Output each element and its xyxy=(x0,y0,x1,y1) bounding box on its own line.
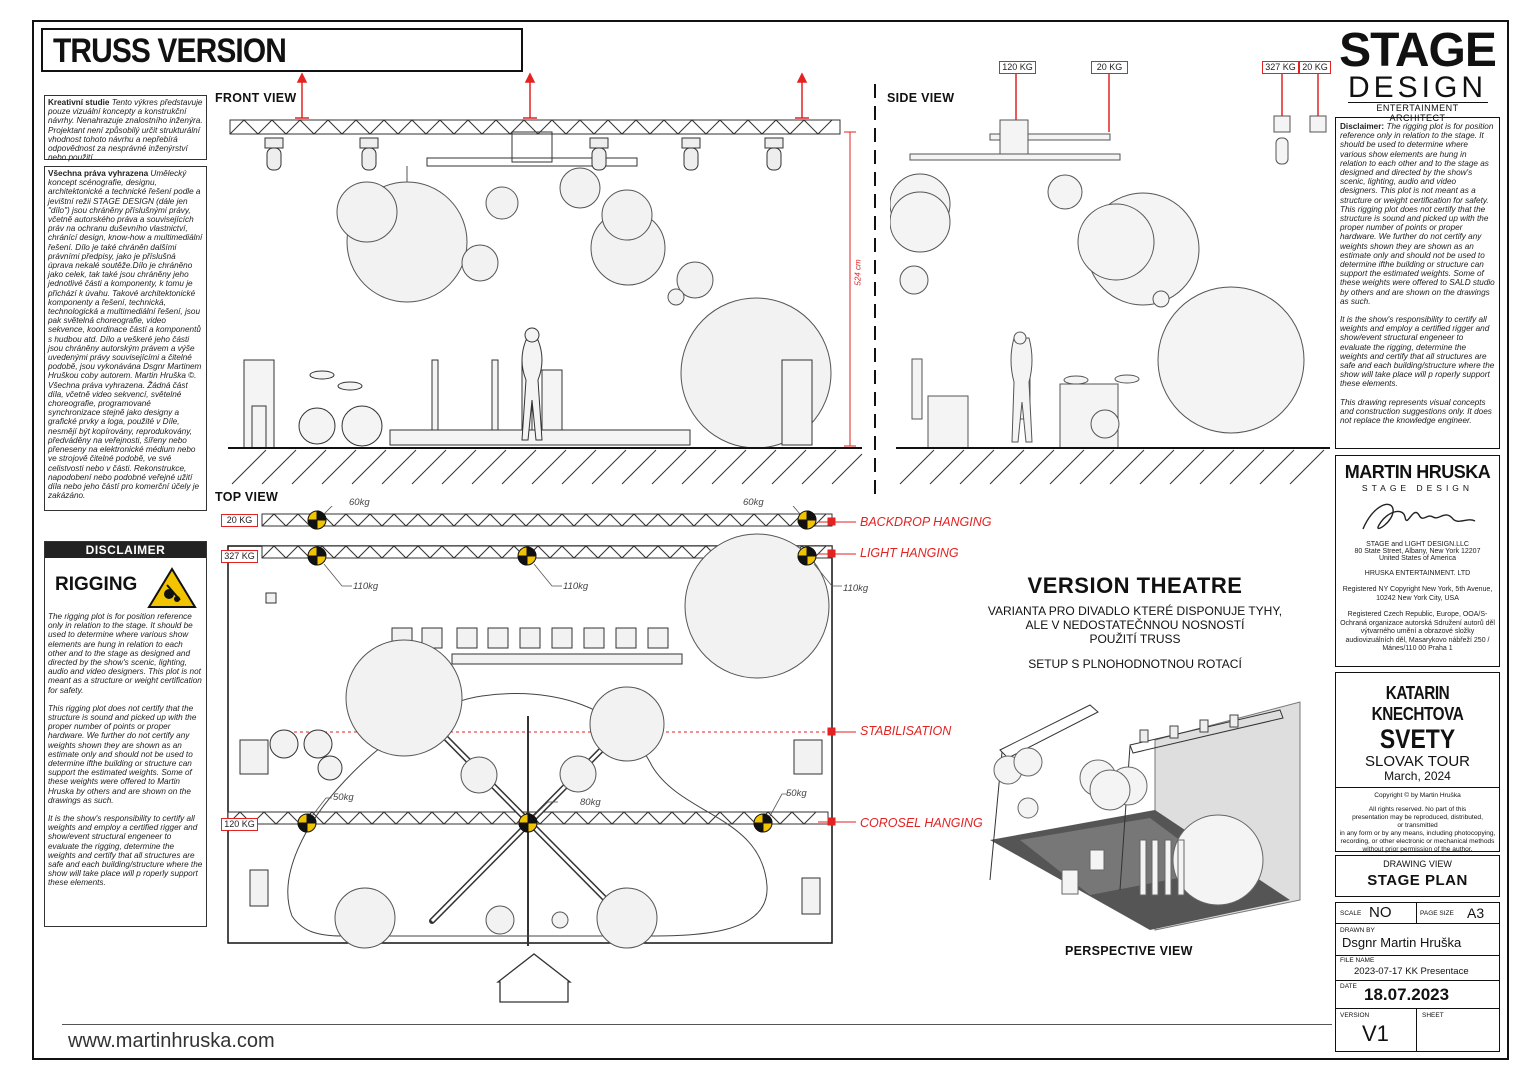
rigging-label: RIGGING xyxy=(55,574,138,595)
version-description: VARIANTA PRO DIVADLO KTERÉ DISPONUJE TYH… xyxy=(970,604,1300,646)
address-line-2: United States of America xyxy=(1378,555,1457,562)
version-line-2: ALE V NEDOSTATEČNNOU NOSNOSTÍ xyxy=(1025,618,1245,632)
registered-ny: Registered NY Copyright New York, 5th Av… xyxy=(1342,586,1493,602)
rigging-disclaimer: DISCLAIMER RIGGING The rigging plot is f… xyxy=(44,541,207,927)
version-line-1: VARIANTA PRO DIVADLO KTERÉ DISPONUJE TYH… xyxy=(987,604,1283,618)
hruska-entertainment: HRUSKA ENTERTAINMENT. LTD xyxy=(1364,570,1471,577)
version-value: V1 xyxy=(1362,1021,1389,1046)
backdrop-hanging-label: BACKDROP HANGING xyxy=(860,515,992,529)
date-value: 18.07.2023 xyxy=(1364,985,1450,1004)
address-line-1: 80 State Street, Albany, New York 12207 xyxy=(1354,548,1481,555)
page-size-value: A3 xyxy=(1467,905,1485,921)
disclaimer-header: DISCLAIMER xyxy=(45,542,206,558)
version-label: VERSION xyxy=(1340,1012,1370,1019)
load-label: 110kg xyxy=(563,581,589,592)
light-hanging-label: LIGHT HANGING xyxy=(860,546,959,560)
right-disclaimer: Disclaimer: The rigging plot is for posi… xyxy=(1335,117,1500,449)
drawing-frame xyxy=(32,20,1509,1060)
rights-heading: Všechna práva vyhrazena xyxy=(48,169,149,178)
side-view-label: SIDE VIEW xyxy=(887,91,955,105)
side-view-drawing xyxy=(890,74,1330,485)
right-disclaimer-text-1: The rigging plot is for position referen… xyxy=(1340,122,1494,205)
load-label: 110kg xyxy=(843,583,869,594)
rights-note: Všechna práva vyhrazena Umělecký koncept… xyxy=(44,166,207,511)
mh-name: MARTIN HRUSKA xyxy=(1344,462,1491,482)
right-disclaimer-heading: Disclaimer: xyxy=(1340,122,1385,131)
company-name: STAGE and LIGHT DESIGN.LLC xyxy=(1366,541,1469,548)
info-table: SCALE NO PAGE SIZE A3 DRAWN BY Dsgnr Mar… xyxy=(1335,902,1500,1052)
sheet-label: SHEET xyxy=(1422,1012,1444,1019)
right-disclaimer-text-4: This drawing represents visual concepts … xyxy=(1340,397,1492,426)
website-link[interactable]: www.martinhruska.com xyxy=(68,1030,275,1052)
stage-design-logo: STAGE DESIGN ENTERTAINMENT ARCHITECT xyxy=(1335,24,1500,124)
tour-date: March, 2024 xyxy=(1384,769,1451,783)
rights-more: in any form or by any means, including p… xyxy=(1339,830,1496,853)
top-view-label: TOP VIEW xyxy=(215,490,279,504)
studio-note: Kreativní studie Tento výkres představuj… xyxy=(44,95,207,163)
rigging-text-3: It is the show's responsibility to certi… xyxy=(48,814,203,888)
file-name-value: 2023-07-17 KK Presentace xyxy=(1354,966,1469,977)
backdrop-weight-tag: 20 KG xyxy=(221,514,258,527)
version-line-3: POUŽITÍ TRUSS xyxy=(1089,632,1181,646)
perspective-view-drawing xyxy=(989,701,1301,931)
drawing-view-block: DRAWING VIEW STAGE PLAN xyxy=(1335,855,1500,897)
load-label: 60kg xyxy=(349,497,370,508)
stabilisation-label: STABILISATION xyxy=(860,724,952,738)
rigging-text-2: This rigging plot does not certify that … xyxy=(48,703,197,805)
project-block: KATARIN KNECHTOVA SVETY SLOVAK TOUR Marc… xyxy=(1335,672,1500,853)
rights-reserved: All rights reserved. No part of this pre… xyxy=(1352,806,1483,829)
tour-name: SLOVAK TOUR xyxy=(1364,753,1471,770)
drawn-by-label: DRAWN BY xyxy=(1340,927,1375,934)
artist-name: KATARIN KNECHTOVA xyxy=(1371,683,1464,724)
mh-subtitle: STAGE DESIGN xyxy=(1361,483,1474,493)
weight-tag-4: 20 KG xyxy=(1299,61,1331,74)
front-view-drawing xyxy=(228,72,863,485)
footer-rule xyxy=(62,1024,1332,1025)
version-title: VERSION THEATRE xyxy=(1027,573,1243,598)
right-disclaimer-text-3: It is the show's responsibility to certi… xyxy=(1340,315,1495,389)
rights-text: Umělecký koncept scénografie, designu, a… xyxy=(48,169,203,501)
corosel-weight-tag: 120 KG xyxy=(221,818,258,831)
view-divider xyxy=(874,84,876,496)
scale-value: NO xyxy=(1369,904,1392,921)
load-label: 50kg xyxy=(786,788,807,799)
load-label: 80kg xyxy=(580,797,601,808)
load-label: 60kg xyxy=(743,497,764,508)
weight-tag-3: 327 KG xyxy=(1262,61,1299,74)
version-line-4: SETUP S PLNOHODNOTNOU ROTACÍ xyxy=(1028,657,1242,671)
warning-icon xyxy=(147,567,197,608)
page-size-label: PAGE SIZE xyxy=(1420,910,1454,917)
front-view-label: FRONT VIEW xyxy=(215,91,297,105)
scale-label: SCALE xyxy=(1340,910,1362,917)
show-name: SVETY xyxy=(1379,724,1456,754)
perspective-view-label: PERSPECTIVE VIEW xyxy=(1065,944,1193,958)
load-label: 50kg xyxy=(333,792,354,803)
drawing-view-value: STAGE PLAN xyxy=(1367,872,1468,889)
rigging-text-1: The rigging plot is for position referen… xyxy=(48,612,202,695)
drawn-by-value: Dsgnr Martin Hruška xyxy=(1342,935,1462,950)
top-view-drawing xyxy=(227,506,856,1003)
signature-icon xyxy=(1361,503,1475,530)
page-title: TRUSS VERSION xyxy=(53,32,287,70)
studio-text: Tento výkres představuje pouze vizuální … xyxy=(48,98,203,163)
weight-tag-1: 120 KG xyxy=(999,61,1036,74)
logo-tagline: ENTERTAINMENT ARCHITECT xyxy=(1347,102,1488,123)
corosel-hanging-label: COROSEL HANGING xyxy=(860,816,983,830)
date-label: DATE xyxy=(1340,983,1357,990)
load-label: 110kg xyxy=(353,581,379,592)
dimension-label: 524 cm xyxy=(853,259,863,286)
studio-heading: Kreativní studie xyxy=(48,98,110,107)
registered-cz: Registered Czech Republic, Europe, OOA/S… xyxy=(1340,611,1495,652)
title-block: TRUSS VERSION xyxy=(41,28,523,72)
logo-stage: STAGE xyxy=(1339,24,1497,77)
file-name-label: FILE NAME xyxy=(1340,957,1375,964)
copyright-line: Copyright © by Martin Hruška xyxy=(1374,792,1461,799)
light-weight-tag: 327 KG xyxy=(221,550,258,563)
weight-tag-2: 20 KG xyxy=(1091,61,1128,74)
logo-design: DESIGN xyxy=(1347,71,1488,104)
right-disclaimer-text-2: This rigging plot does not certify that … xyxy=(1340,204,1495,306)
company-block: MARTIN HRUSKA STAGE DESIGN STAGE and LIG… xyxy=(1335,455,1500,667)
drawing-view-label: DRAWING VIEW xyxy=(1383,859,1452,869)
